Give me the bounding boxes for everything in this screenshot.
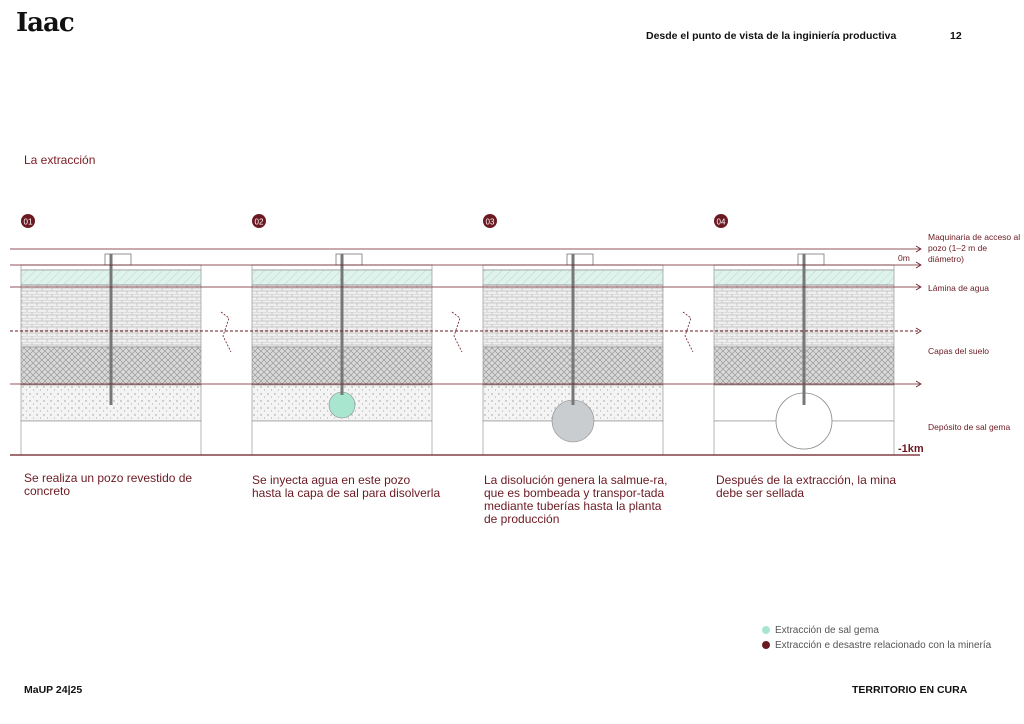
- line-arrow: [915, 245, 922, 253]
- label-water: Lámina de agua: [928, 283, 989, 293]
- iaac-logo: Iaac: [16, 8, 75, 38]
- legend-item-salt: Extracción de sal gema: [762, 625, 879, 636]
- step-03-description: La disolución genera la salmue-ra, que e…: [484, 473, 668, 526]
- legend-label: Extracción e desastre relacionado con la…: [775, 640, 992, 651]
- label-soil: Capas del suelo: [928, 346, 989, 356]
- step-badge: [21, 214, 35, 228]
- line-arrow: [915, 380, 922, 388]
- legend-swatch: [762, 626, 770, 634]
- step-number: 04: [717, 218, 726, 227]
- step-number: 01: [24, 218, 33, 227]
- page-header-title: Desde el punto de vista de la inginiería…: [646, 30, 897, 42]
- step-04-description: Después de la extracción, la mina debe s…: [716, 473, 897, 500]
- base-layer: [20, 420, 202, 456]
- line-arrow: [915, 261, 922, 269]
- step-panel-03: 03: [482, 214, 694, 456]
- base-layer: [251, 420, 433, 456]
- step-panel-02: 02: [251, 214, 463, 456]
- section-break: [682, 311, 694, 353]
- brine-cavity: [328, 391, 356, 419]
- label-salt-deposit: Depósito de sal gema: [928, 422, 1011, 432]
- line-arrow: [915, 283, 922, 291]
- section-break: [451, 311, 463, 353]
- step-panel-01: 01: [20, 214, 232, 456]
- wellhead: [797, 253, 825, 266]
- step-badge: [483, 214, 497, 228]
- wellhead: [104, 253, 132, 266]
- legend-swatch: [762, 641, 770, 649]
- line-arrow: [915, 327, 922, 335]
- step-badge: [714, 214, 728, 228]
- step-02-description: Se inyecta agua en este pozo hasta la ca…: [252, 473, 441, 500]
- step-01-description: Se realiza un pozo revestido de concreto: [24, 471, 193, 498]
- legend-label: Extracción de sal gema: [775, 625, 879, 636]
- wellhead: [566, 253, 594, 266]
- page-number: 12: [950, 30, 962, 42]
- step-number: 03: [486, 218, 495, 227]
- step-number: 02: [255, 218, 264, 227]
- label-machinery: Maquinaria de acceso al pozo (1–2 m de d…: [928, 232, 1021, 264]
- label-depth: -1km: [898, 443, 924, 455]
- step-panel-04: 04: [713, 214, 895, 456]
- footer-course: MaUP 24|25: [24, 684, 83, 696]
- brine-cavity: [551, 399, 595, 443]
- legend-item-disaster: Extracción e desastre relacionado con la…: [762, 640, 991, 651]
- wellhead: [335, 253, 363, 266]
- section-break: [220, 311, 232, 353]
- label-zero-meters: 0m: [898, 253, 910, 263]
- footer-project: TERRITORIO EN CURA: [852, 684, 968, 696]
- step-badge: [252, 214, 266, 228]
- section-title: La extracción: [24, 153, 96, 167]
